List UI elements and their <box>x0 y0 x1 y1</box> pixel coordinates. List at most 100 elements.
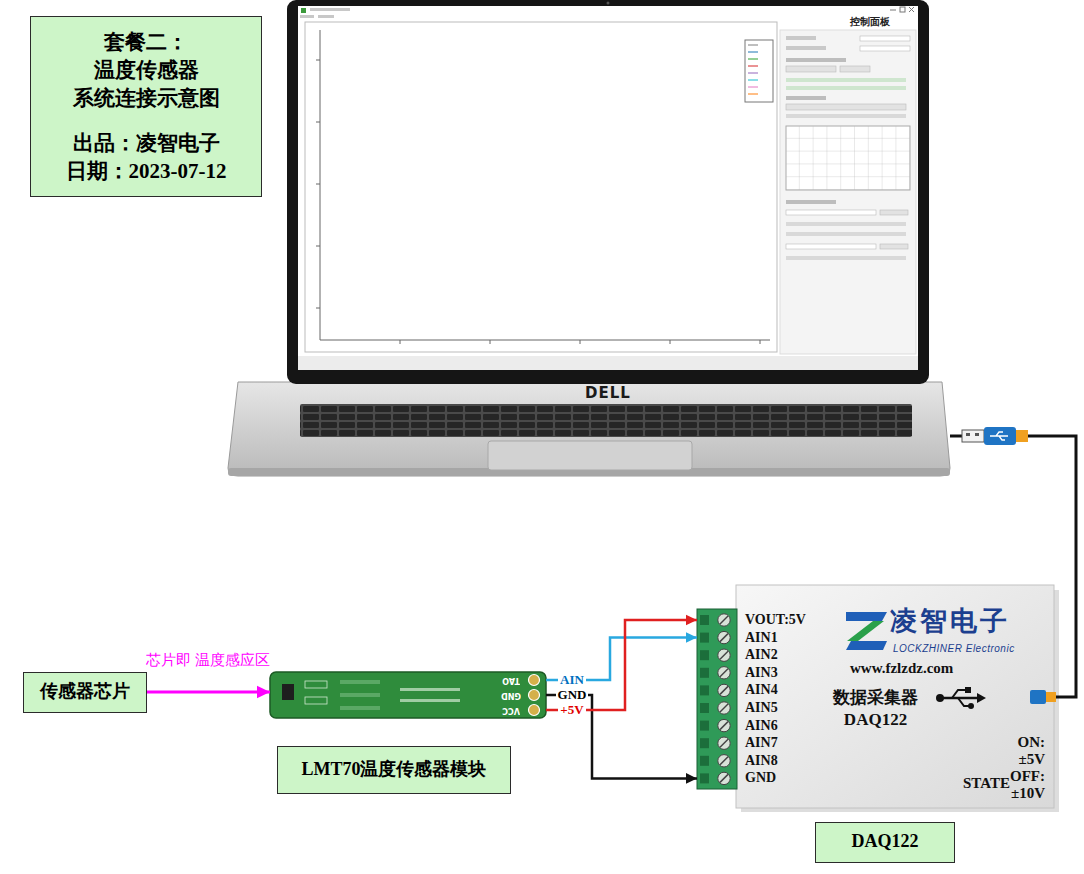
logo-diagonal <box>847 621 884 641</box>
panel-control <box>860 36 910 41</box>
trace <box>340 680 380 684</box>
keyboard-keys <box>300 404 912 437</box>
pad <box>529 690 540 701</box>
edge-label: AIN <box>558 673 586 687</box>
terminal <box>700 631 730 643</box>
control-panel <box>780 30 916 354</box>
pin-label: GND <box>500 690 522 701</box>
panel-checkboxes <box>786 78 906 82</box>
device-face <box>736 585 1054 808</box>
connector-line <box>950 436 1076 697</box>
usb-plug-metal <box>962 430 984 442</box>
panel-control <box>786 210 876 215</box>
keyboard <box>300 404 912 437</box>
box-label: LMT70温度传感器模块 <box>301 759 486 781</box>
box-label: DAQ122 <box>852 831 919 853</box>
terminal-label: AIN8 <box>745 753 778 769</box>
edge-label: GND <box>556 688 589 702</box>
arrowhead <box>257 686 270 698</box>
screen-bezel <box>287 0 929 384</box>
plot-legend <box>745 40 773 102</box>
logo-bar <box>846 612 887 621</box>
state-label: STATE <box>963 775 1010 792</box>
terminal <box>700 684 730 696</box>
silkscreen <box>400 699 460 702</box>
data-table <box>786 126 910 190</box>
usb-plug-body <box>1030 690 1046 704</box>
terminal <box>700 667 730 679</box>
label-box: LMT70温度传感器模块 <box>277 746 511 794</box>
arrowhead <box>686 773 697 784</box>
touchpad <box>488 441 692 470</box>
window-button <box>909 7 914 12</box>
connector <box>147 686 270 698</box>
pin-label: TAO <box>500 675 522 686</box>
edge-label: 芯片即 温度感应区 <box>144 651 272 670</box>
connector <box>546 615 697 710</box>
usb-symbol-square <box>965 687 971 693</box>
menu-item <box>300 15 314 18</box>
legend-line <box>748 45 758 46</box>
connector-line <box>546 620 697 710</box>
terminal <box>700 719 730 731</box>
arrowhead <box>686 615 697 626</box>
panel-control <box>786 256 906 260</box>
legend-line <box>748 66 758 67</box>
device-name: 数据采集器 DAQ122 <box>833 687 918 731</box>
brand-logo-text: 凌智电子 <box>890 605 1010 637</box>
window-button <box>890 10 896 11</box>
usb-symbol-dot <box>968 703 974 709</box>
usb-symbol <box>936 687 986 709</box>
silkscreen <box>305 681 327 688</box>
terminal-block <box>697 609 737 789</box>
connector <box>546 695 697 784</box>
title-box: 套餐二：温度传感器 系统连接示意图出品：凌智电子日期：2023-07-12 <box>30 16 262 197</box>
arrowhead <box>686 632 697 643</box>
usb-plug-symbol <box>990 432 1008 440</box>
usb-plug-hole <box>966 433 970 436</box>
producer: 出品：凌智电子 <box>73 129 220 157</box>
trace <box>340 706 380 710</box>
panel-control <box>860 46 910 51</box>
usb-plug-collar <box>1046 692 1056 702</box>
window-title <box>310 8 350 11</box>
terminal <box>700 772 730 784</box>
panel-control <box>786 96 826 100</box>
brand-logo: DELL <box>578 385 638 401</box>
legend-line <box>748 73 758 74</box>
panel-button <box>786 66 836 72</box>
usb-symbol-branch <box>952 690 966 698</box>
logo-bar <box>846 641 887 650</box>
panel-control <box>786 114 906 118</box>
silkscreen <box>400 688 460 691</box>
sensor-chip <box>282 684 294 700</box>
panel-control <box>786 46 826 50</box>
usb-symbol-head <box>977 693 986 703</box>
label-box: 传感器芯片 <box>23 672 147 713</box>
terminal-label: AIN5 <box>745 700 778 716</box>
terminal-label: AIN7 <box>745 735 778 751</box>
panel-checkboxes <box>786 86 906 90</box>
legend-line <box>748 94 758 95</box>
usb-plug <box>962 427 1028 445</box>
menu-item <box>318 15 334 18</box>
connector-line <box>546 695 697 778</box>
pad <box>529 675 540 686</box>
laptop-base <box>228 382 950 476</box>
panel-control <box>786 200 836 204</box>
panel-control <box>786 244 876 249</box>
laptop: 控制面板DELL <box>228 0 950 478</box>
usb-symbol-dot <box>936 694 944 702</box>
daq-illustration <box>697 585 1059 812</box>
mode-label: ON:±5V OFF:±10V <box>1010 734 1045 802</box>
legend-line <box>748 80 758 81</box>
terminal-label: AIN1 <box>745 630 778 646</box>
terminal-label: GND <box>745 770 776 786</box>
date: 日期：2023-07-12 <box>66 157 227 185</box>
pin-label: VCC <box>500 705 522 716</box>
panel-button <box>880 210 908 215</box>
website: www.fzlzdz.com <box>850 659 953 677</box>
legend-line <box>748 87 758 88</box>
usb-symbol-line <box>942 697 978 700</box>
